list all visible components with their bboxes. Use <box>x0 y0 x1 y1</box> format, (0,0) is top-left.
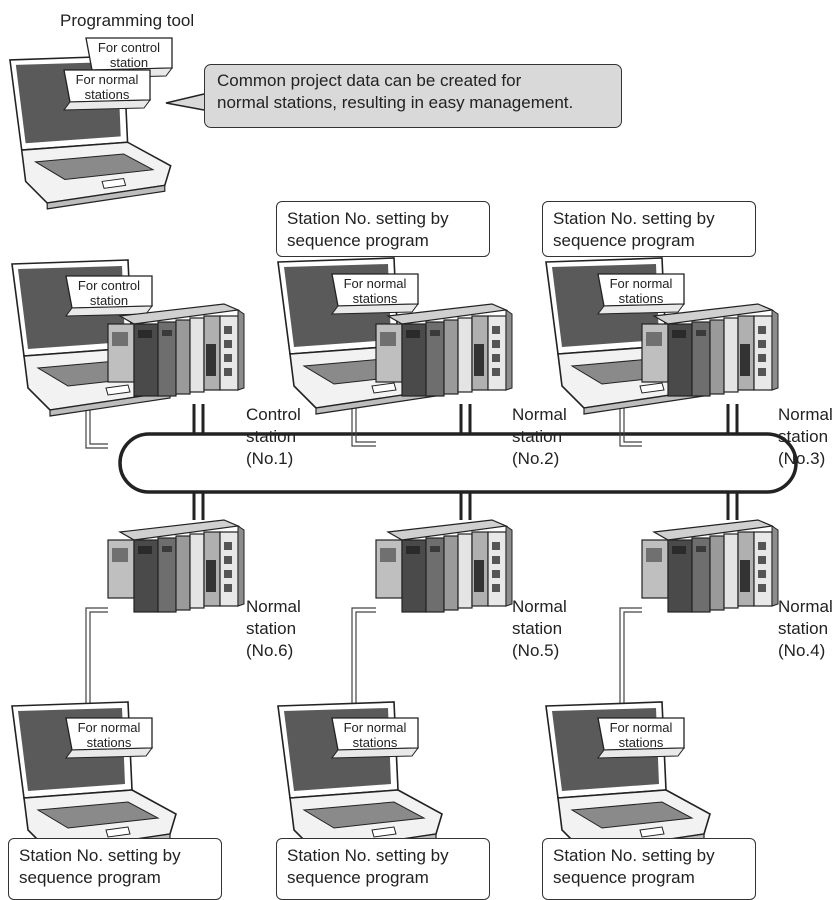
caption-line: station <box>246 619 297 638</box>
caption-line: station <box>512 619 563 638</box>
caption-line: (No.1) <box>246 449 294 468</box>
sheet-upper-1-text: For control station <box>66 278 152 308</box>
sheet-line: stations <box>618 291 664 306</box>
station-label-no1: Control station (No.1) <box>246 404 301 470</box>
sheet-line: stations <box>352 291 398 306</box>
plc-station-5 <box>375 519 513 613</box>
sheet-line: stations <box>86 735 132 750</box>
laptop-cables <box>85 352 642 712</box>
sheet-line: For normal <box>609 276 673 291</box>
caption-line: station <box>778 619 829 638</box>
setting-box-station-6: Station No. setting by sequence program <box>8 838 222 900</box>
box-line: sequence program <box>553 231 695 250</box>
sheet-normal-top-text: For normal stations <box>64 72 150 102</box>
setting-box-station-4: Station No. setting by sequence program <box>542 838 756 900</box>
sheet-line: For normal <box>343 276 407 291</box>
sheet-line: stations <box>618 735 664 750</box>
station-label-no5: Normal station (No.5) <box>512 596 567 662</box>
box-line: Station No. setting by <box>553 209 715 228</box>
sheet-line: stations <box>84 87 130 102</box>
callout-common-project-data: Common project data can be created for n… <box>204 64 622 128</box>
box-line: Station No. setting by <box>553 846 715 865</box>
callout-pointer <box>165 93 205 111</box>
ring-connections <box>192 404 739 520</box>
caption-line: (No.6) <box>246 641 294 660</box>
caption-line: Normal <box>512 597 567 616</box>
box-line: Station No. setting by <box>287 846 449 865</box>
caption-line: Normal <box>778 597 833 616</box>
plc-station-6 <box>107 519 245 613</box>
caption-line: Normal <box>512 405 567 424</box>
sheet-line: For control <box>77 278 141 293</box>
sheet-upper-3-text: For normal stations <box>598 276 684 306</box>
station-label-no4: Normal station (No.4) <box>778 596 833 662</box>
sheet-control-top-text: For control station <box>86 40 172 70</box>
sheet-line: station <box>89 293 129 308</box>
callout-line: Common project data can be created for <box>217 71 522 90</box>
box-line: sequence program <box>287 868 429 887</box>
setting-box-station-3: Station No. setting by sequence program <box>542 201 756 257</box>
caption-line: station <box>778 427 829 446</box>
caption-line: (No.3) <box>778 449 826 468</box>
plc-station-1 <box>107 303 245 397</box>
network-ring <box>118 432 798 494</box>
sheet-line: For normal <box>609 720 673 735</box>
sheet-line: For normal <box>77 720 141 735</box>
setting-box-station-5: Station No. setting by sequence program <box>276 838 490 900</box>
sheet-line: For normal <box>343 720 407 735</box>
station-label-no3: Normal station (No.3) <box>778 404 833 470</box>
station-label-no2: Normal station (No.2) <box>512 404 567 470</box>
sheet-line: For normal <box>75 72 139 87</box>
plc-station-2 <box>375 303 513 397</box>
box-line: sequence program <box>287 231 429 250</box>
caption-line: station <box>246 427 297 446</box>
sheet-line: stations <box>352 735 398 750</box>
programming-tool-label: Programming tool <box>60 11 195 30</box>
caption-line: station <box>512 427 563 446</box>
caption-line: (No.2) <box>512 449 560 468</box>
caption-line: (No.4) <box>778 641 826 660</box>
box-line: Station No. setting by <box>287 209 449 228</box>
box-line: Station No. setting by <box>19 846 181 865</box>
box-line: sequence program <box>553 868 695 887</box>
box-line: sequence program <box>19 868 161 887</box>
caption-line: Normal <box>778 405 833 424</box>
caption-line: (No.5) <box>512 641 560 660</box>
sheet-lower-4-text: For normal stations <box>598 720 684 750</box>
sheet-upper-2-text: For normal stations <box>332 276 418 306</box>
plc-station-3 <box>641 303 779 397</box>
caption-line: Control <box>246 405 301 424</box>
sheet-line: For control <box>97 40 161 55</box>
setting-box-station-2: Station No. setting by sequence program <box>276 201 490 257</box>
plc-station-4 <box>641 519 779 613</box>
sheet-line: station <box>109 55 149 70</box>
sheet-lower-5-text: For normal stations <box>332 720 418 750</box>
callout-line: normal stations, resulting in easy manag… <box>217 93 574 112</box>
caption-line: Normal <box>246 597 301 616</box>
sheet-lower-6-text: For normal stations <box>66 720 152 750</box>
station-label-no6: Normal station (No.6) <box>246 596 301 662</box>
